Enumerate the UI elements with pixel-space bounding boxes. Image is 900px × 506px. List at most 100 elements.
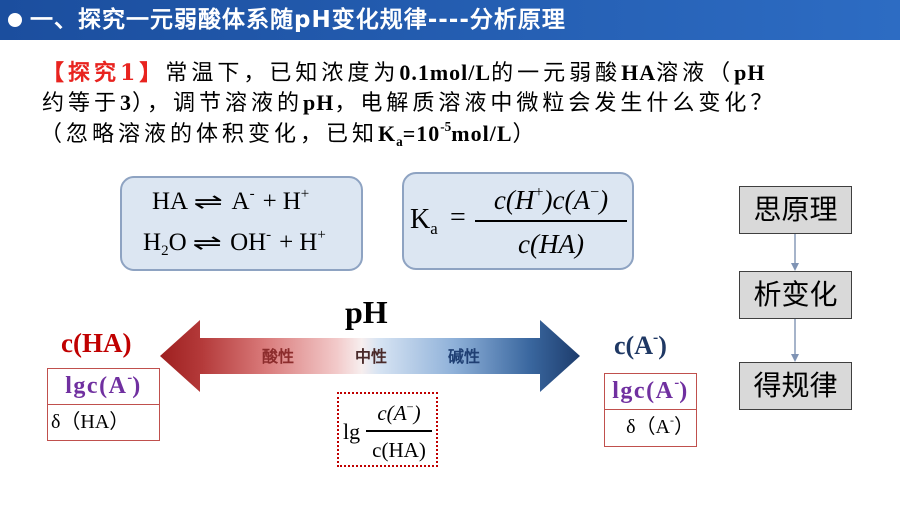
log-prefix: lg xyxy=(343,419,361,444)
neutral-label: 中性 xyxy=(355,347,387,366)
anion-charge: - xyxy=(127,370,133,387)
reactant-water-h: H xyxy=(143,229,162,256)
plus-sign: + xyxy=(279,229,294,256)
denominator-part: c( xyxy=(518,229,539,259)
right-end-quantities: lgc(A - ) δ（A - ） xyxy=(604,373,697,447)
distribution-fraction-base: δ（A xyxy=(626,416,670,438)
ka-unit: mol/L xyxy=(451,121,513,146)
arrow-down-icon xyxy=(791,234,799,271)
anion-charge: - xyxy=(674,375,680,392)
ph-term: pH xyxy=(734,60,766,85)
denominator-species: HA xyxy=(538,229,575,259)
ph-term: pH xyxy=(303,90,335,115)
reactant-water-o: O xyxy=(168,229,187,256)
numerator-proton-charge: + xyxy=(534,182,544,201)
equilibrium-arrow-icon: ⇌ xyxy=(192,231,222,256)
flow-step-rule: 得规律 xyxy=(739,362,852,410)
ph-double-arrow: 酸性 中性 碱性 xyxy=(160,320,580,392)
anion-charge: - xyxy=(652,329,659,347)
ka-letter: K xyxy=(410,204,431,235)
problem-text: ） xyxy=(512,122,539,147)
problem-text: 约等于 xyxy=(42,91,121,116)
ka-symbol: K a xyxy=(410,204,438,239)
log-concentration-base: lgc(A xyxy=(65,373,128,399)
equilibrium-arrow-icon: ⇌ xyxy=(193,190,224,215)
problem-line-2: 约等于 3 ），调节溶液的 pH ，电解质溶液中微粒会发生什么变化？ xyxy=(42,88,776,118)
left-end-quantities: lgc(A - ) δ（HA） xyxy=(47,368,160,441)
problem-line-1: 【探究1】 常温下，已知浓度为 0.1mol/L 的一元弱酸 HA 溶液（ pH xyxy=(42,58,765,88)
problem-line-3: （忽略溶液的体积变化，已知 K a =10 -5 mol/L ） xyxy=(40,119,539,149)
distribution-fraction-cell: δ（A - ） xyxy=(605,410,696,446)
numerator-part: c( xyxy=(377,401,394,425)
numerator-part: ) xyxy=(413,401,421,425)
log-ratio-numerator: c( A − ) xyxy=(365,400,433,425)
distribution-fraction-cell: δ（HA） xyxy=(48,405,159,441)
numerator-species: A xyxy=(393,401,407,425)
problem-text: ），调节溶液的 xyxy=(132,91,304,116)
numerator-anion-charge: − xyxy=(589,182,600,201)
numerator-proton: H xyxy=(514,185,535,215)
numerator-charge: − xyxy=(406,399,414,414)
problem-text: 的一元弱酸 xyxy=(491,61,622,86)
log-ratio-denominator: c(HA) xyxy=(372,438,426,462)
ph-arrow-shape xyxy=(160,320,580,392)
anion-concentration-close: ) xyxy=(658,331,667,360)
arrow-down-icon xyxy=(791,319,799,362)
acid-concentration-text: c(HA) xyxy=(61,328,132,358)
ka-expression-box: K a = c( H + )c( A − ) c( HA ) xyxy=(402,172,634,270)
problem-text: 常温下，已知浓度为 xyxy=(165,61,400,86)
log-concentration-base: lgc(A xyxy=(612,378,675,404)
slide-title: 一、探究一元弱酸体系随pH变化规律----分析原理 xyxy=(30,7,566,33)
ka-fraction-bar xyxy=(475,220,627,222)
flow-step-principle: 思原理 xyxy=(739,186,852,234)
water-ionization-equation: H 2 O ⇌ OH - + H + xyxy=(143,227,326,261)
bullet-icon xyxy=(8,13,22,27)
inquiry-tag: 【探究1】 xyxy=(42,60,166,86)
problem-text: 溶液（ xyxy=(656,61,735,86)
flow-step-change: 析变化 xyxy=(739,271,852,319)
ka-subscript: a xyxy=(396,133,403,149)
ka-exponent: -5 xyxy=(440,119,452,135)
water-subscript: 2 xyxy=(161,243,169,260)
acid-concentration-label: c(HA) xyxy=(61,327,131,359)
ka-subscript: a xyxy=(430,218,438,238)
anion-concentration-base: c(A xyxy=(614,331,653,360)
log-concentration-close: ) xyxy=(132,373,142,399)
ka-denominator: c( HA ) xyxy=(475,227,627,261)
initial-ph-value: 3 xyxy=(120,90,133,115)
log-ratio-box: lg c( A − ) c(HA) xyxy=(337,392,438,467)
numerator-part: c( xyxy=(493,185,515,215)
ka-equals: = xyxy=(450,202,466,233)
product-proton: H xyxy=(282,188,301,215)
proton-charge: + xyxy=(317,226,326,243)
acid-dissociation-equation: HA ⇌ A - + H + xyxy=(152,186,309,220)
log-ratio-fraction-bar xyxy=(366,430,432,432)
distribution-fraction-ha: δ（HA） xyxy=(51,411,130,433)
distribution-fraction-close: ） xyxy=(674,416,694,438)
anion-concentration-label: c(A - ) xyxy=(614,329,667,366)
reactant-ha: HA xyxy=(152,188,189,215)
proton-charge: + xyxy=(300,185,310,202)
ph-scale-title: pH xyxy=(345,294,388,330)
ka-numerator: c( H + )c( A − ) xyxy=(475,183,627,217)
concentration-value: 0.1mol/L xyxy=(399,60,492,85)
product-hydroxide: OH xyxy=(230,229,267,256)
ka-symbol: K xyxy=(378,121,397,146)
log-concentration-cell: lgc(A - ) xyxy=(605,374,696,410)
title-bar: 一、探究一元弱酸体系随pH变化规律----分析原理 xyxy=(0,0,900,40)
product-anion: A xyxy=(231,188,250,215)
anion-charge: - xyxy=(670,413,674,427)
anion-charge: - xyxy=(249,185,255,202)
hydroxide-charge: - xyxy=(266,226,272,243)
connector-head xyxy=(791,354,799,362)
numerator-anion: A xyxy=(573,185,590,215)
plus-sign: + xyxy=(262,188,277,215)
ka-fraction: c( H + )c( A − ) c( HA ) xyxy=(475,174,627,268)
acidic-label: 酸性 xyxy=(262,347,294,366)
acid-formula: HA xyxy=(621,60,657,85)
connector-head xyxy=(791,263,799,271)
product-proton: H xyxy=(299,229,318,256)
basic-label: 碱性 xyxy=(448,347,480,366)
problem-text: ，电解质溶液中微粒会发生什么变化？ xyxy=(334,91,777,116)
